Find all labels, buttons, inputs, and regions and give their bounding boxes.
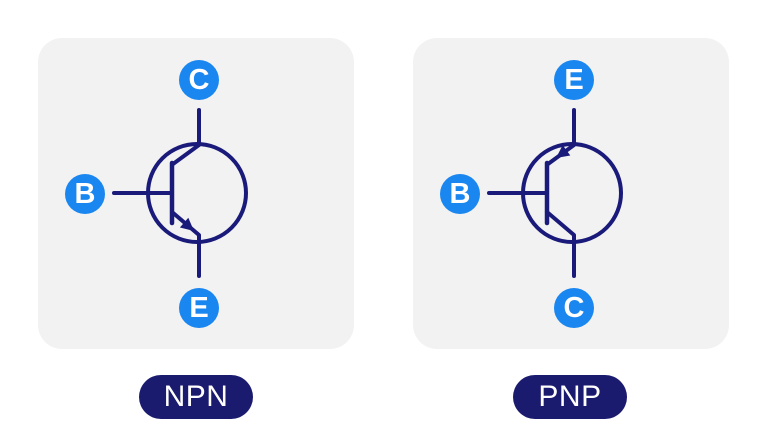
emitter-lead xyxy=(170,210,201,278)
npn-base-terminal: B xyxy=(65,174,105,214)
pnp-emitter-terminal: E xyxy=(554,60,594,100)
npn-badge: NPN xyxy=(139,375,253,419)
npn-card: C B E xyxy=(38,38,354,349)
pnp-base-terminal: B xyxy=(440,174,480,214)
collector-lead xyxy=(171,108,201,166)
pnp-card: E B C xyxy=(413,38,729,349)
emitter-arrow-in-icon xyxy=(556,145,571,158)
pnp-transistor-symbol-icon xyxy=(487,108,623,278)
npn-transistor-symbol-icon xyxy=(112,108,248,278)
pnp-badge: PNP xyxy=(513,375,627,419)
pnp-collector-terminal: C xyxy=(554,288,594,328)
npn-collector-terminal: C xyxy=(179,60,219,100)
collector-lead xyxy=(545,210,576,278)
emitter-arrow-out-icon xyxy=(179,217,194,231)
npn-emitter-terminal: E xyxy=(179,288,219,328)
